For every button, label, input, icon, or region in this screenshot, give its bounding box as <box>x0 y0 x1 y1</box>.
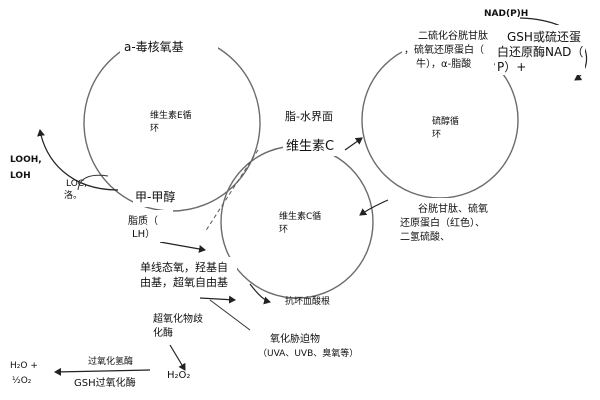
disulfide-label-2: ，硫氧还原蛋白（ <box>404 43 484 56</box>
vitamin-c-cycle-label: 维生素C循 <box>279 210 321 222</box>
reductase-box <box>495 25 585 75</box>
oxidative-stress-line <box>209 299 251 331</box>
reductase-label-2: 白还原酶NAD（ <box>497 44 583 59</box>
looh-label-2: LOH <box>10 171 31 181</box>
methanol-box <box>133 185 188 207</box>
reductase-label-3: P）+ <box>497 60 526 74</box>
sod-label-2: 化酶 <box>153 326 173 339</box>
catalase-label: 过氧化氢酶 <box>88 355 133 367</box>
lipid-box <box>125 210 173 242</box>
disulfide-label: 二硫化谷胱甘肽 <box>418 29 488 42</box>
h2o2-to-water-arrow <box>54 367 151 376</box>
gsh-label: 谷胱甘肽、硫氧 <box>418 202 488 215</box>
loc-label: LOC, <box>66 179 87 189</box>
radicals-box <box>137 257 237 291</box>
lipid-water-interface-line <box>204 149 259 233</box>
alpha-tocopherol-box <box>120 33 218 59</box>
vitamin-c-cycle-label-2: 环 <box>279 224 288 235</box>
radicals-label: 单线态氧，羟基自 <box>140 260 228 274</box>
radicals-down-arrow <box>199 295 236 304</box>
lipid-label-2: LH） <box>132 228 155 240</box>
vitamin-e-cycle-label-2: 环 <box>150 123 159 134</box>
alpha-tocopherol-label: a-毒核氧基 <box>124 40 184 54</box>
vitamin-c-cycle-circle <box>220 145 374 299</box>
oxidative-stress-label-2: （UVA、UVB、臭氧等） <box>258 347 358 359</box>
water-label-2: ½O₂ <box>12 376 32 386</box>
loc-curve <box>77 174 109 191</box>
vitamin-c-label-box <box>283 134 343 156</box>
thiol-cycle-label: 硫醇循 <box>432 115 459 127</box>
lipid-water-interface-label: 脂-水界面 <box>285 109 333 123</box>
c-to-thiol-arrow <box>344 137 363 151</box>
sod-label: 超氧化物歧 <box>153 312 203 325</box>
radicals-label-2: 由基，超氧自由基 <box>140 275 228 289</box>
vitamin-c-label: 维生素C <box>286 139 334 154</box>
ascorbyl-arrow <box>249 283 271 305</box>
reductase-label: GSH或硫还蛋 <box>507 29 581 44</box>
gsh-label-3: 二氢硫酸、 <box>400 230 450 243</box>
gsh-label-2: 还原蛋白（红色）、 <box>400 216 485 229</box>
disulfide-box <box>402 25 494 73</box>
disulfide-label-3: 牛），α-脂酸 <box>416 57 471 70</box>
oxidative-stress-label: 氧化胁迫物 <box>270 332 320 345</box>
thiol-cycle-label-2: 环 <box>432 129 441 140</box>
loc-label-2: 洛。 <box>64 189 82 201</box>
nadph-label: NAD(P)H <box>484 9 528 19</box>
vitamin-e-cycle-label: 维生素E循 <box>150 109 192 121</box>
ascorbyl-label: 抗坏血酸根 <box>285 295 330 307</box>
thiol-to-c-arrow <box>359 199 389 216</box>
looh-label: LOOH, <box>10 155 42 165</box>
gsh-box <box>397 198 501 242</box>
lipid-label: 脂质（ <box>128 214 158 227</box>
h2o2-label: H₂O₂ <box>167 370 190 381</box>
looh-arrow <box>37 129 119 191</box>
radicals-arrow <box>159 241 206 253</box>
gsh-peroxidase-label: GSH过氧化酶 <box>74 376 136 389</box>
methanol-label: 甲-甲醇 <box>135 189 175 204</box>
vitamin-e-cycle-circle <box>83 34 261 212</box>
water-label: H₂O + <box>10 361 38 371</box>
sod-arrow <box>169 344 186 371</box>
